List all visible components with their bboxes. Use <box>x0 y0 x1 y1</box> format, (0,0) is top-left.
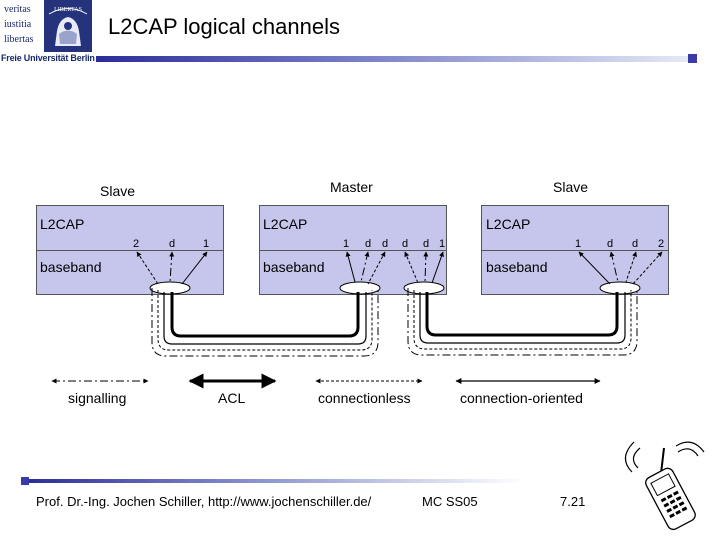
channel-endpoint-label: 1 <box>342 238 350 250</box>
baseband-layer-label: baseband <box>40 259 102 275</box>
channel-stub-dashed <box>136 251 159 285</box>
layer-divider <box>481 250 669 251</box>
mobile-phone-icon <box>624 441 705 531</box>
channel-endpoint-label: d <box>381 238 389 250</box>
channel-endpoint-label: 1 <box>202 238 210 250</box>
channel-stub-solid <box>345 251 356 283</box>
legend-label-signalling: signalling <box>68 390 127 406</box>
channel-stub-signalling <box>360 251 370 283</box>
connection-oriented-link <box>419 292 626 344</box>
signalling-link <box>407 288 638 356</box>
university-logo: veritas iustitia libertas LIBERTAS Freie… <box>0 0 95 66</box>
channel-stub-dashed <box>367 251 386 285</box>
footer-divider <box>25 479 525 483</box>
seal-lettering: LIBERTAS <box>54 7 82 13</box>
baseband-link-ellipse <box>149 281 191 295</box>
baseband-link-ellipse <box>339 281 381 295</box>
device-role-label: Slave <box>553 179 589 195</box>
channel-endpoint-label: d <box>606 238 614 250</box>
header-accent-square <box>688 54 697 63</box>
channel-stub-solid <box>431 251 444 284</box>
channel-endpoint-label: 2 <box>657 238 665 250</box>
baseband-link-ellipse <box>403 281 445 295</box>
baseband-layer-label: baseband <box>486 259 548 275</box>
l2cap-layer-label: L2CAP <box>40 216 85 232</box>
channel-stub-solid <box>578 251 611 285</box>
footer-page-number: 7.21 <box>560 494 586 509</box>
channel-endpoint-label: d <box>422 238 430 250</box>
channel-endpoint-label: 1 <box>438 238 446 250</box>
footer-accent-square <box>21 477 29 485</box>
channel-stub-signalling <box>169 251 175 283</box>
header-divider <box>96 56 696 62</box>
channel-stub-dashed <box>625 251 637 283</box>
logo-motto-line: iustitia <box>4 19 32 30</box>
connectionless-link <box>413 290 632 350</box>
signalling-link <box>151 288 379 357</box>
university-seal-icon: LIBERTAS <box>44 0 92 52</box>
baseband-link-ellipse <box>599 281 641 295</box>
l2cap-layer-label: L2CAP <box>263 216 308 232</box>
channel-endpoint-label: 1 <box>574 238 582 250</box>
legend-label-connectionless: connectionless <box>318 390 411 406</box>
channel-endpoint-label: d <box>168 238 176 250</box>
logo-motto-line: libertas <box>4 34 34 45</box>
legend-label-connection-oriented: connection-oriented <box>460 390 583 406</box>
channel-stub-signalling <box>609 251 619 283</box>
channel-stub-dashed <box>404 251 419 284</box>
channel-endpoint-label: 2 <box>132 238 140 250</box>
channel-stub-signalling <box>423 251 429 283</box>
acl-link <box>425 292 619 337</box>
device-role-label: Slave <box>100 183 136 199</box>
layer-divider <box>259 250 447 251</box>
acl-link <box>170 292 360 338</box>
baseband-layer-label: baseband <box>263 259 325 275</box>
channel-stub-solid <box>181 251 208 285</box>
layer-divider <box>36 250 224 251</box>
channel-endpoint-label: d <box>401 238 409 250</box>
logo-motto-line: veritas <box>4 4 31 15</box>
channel-endpoint-label: d <box>631 238 639 250</box>
page-title: L2CAP logical channels <box>108 14 340 39</box>
legend-label-acl: ACL <box>218 390 246 406</box>
channel-stub-dashed <box>632 251 663 285</box>
device-role-label: Master <box>330 179 373 195</box>
connectionless-link <box>157 290 373 351</box>
university-name: Freie Universität Berlin <box>1 53 95 63</box>
footer-course: MC SS05 <box>422 494 478 509</box>
channel-endpoint-label: d <box>364 238 372 250</box>
l2cap-layer-label: L2CAP <box>486 216 531 232</box>
footer-author: Prof. Dr.-Ing. Jochen Schiller, http://w… <box>36 494 372 509</box>
connection-oriented-link <box>163 292 367 345</box>
